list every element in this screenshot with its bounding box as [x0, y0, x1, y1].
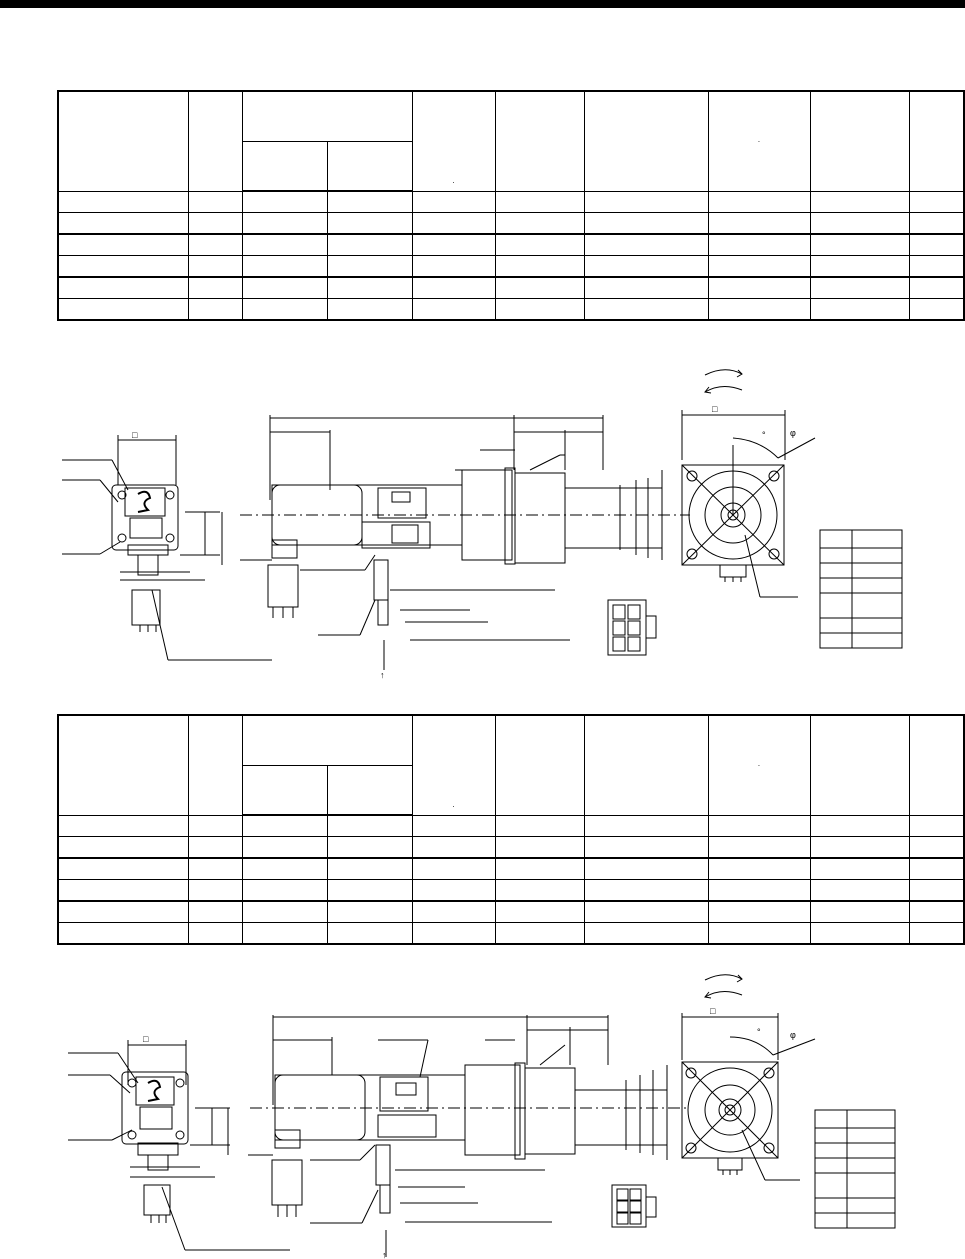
square-symbol-2: □: [710, 1006, 716, 1016]
header-cell: ·: [707, 714, 811, 816]
header-cell: ·: [411, 714, 496, 816]
table-header-row: · ·: [57, 90, 965, 192]
header-cell: [494, 90, 585, 192]
header-cell: [57, 714, 189, 816]
header-cell: [241, 90, 413, 142]
table-row: [57, 879, 965, 902]
table-row: [57, 276, 965, 299]
table-row: [57, 836, 965, 859]
table-row: [57, 212, 965, 235]
spec-table-1: · ·: [57, 90, 965, 321]
table-row: [57, 922, 965, 945]
degree-symbol: °: [762, 430, 766, 440]
table-row: [57, 814, 965, 837]
header-cell: [326, 140, 413, 192]
header-cell: ·: [411, 90, 496, 192]
phi-symbol: φ: [790, 1030, 796, 1040]
table-subheader-row: [58, 764, 964, 816]
table-row: [57, 900, 965, 923]
motor-drawing-2: □ ↑: [0, 965, 965, 1259]
header-cell: [326, 764, 413, 816]
square-symbol-2: □: [712, 404, 718, 414]
header-cell: [583, 714, 709, 816]
top-rule: [0, 0, 965, 8]
header-cell: [908, 714, 965, 816]
header-cell: [583, 90, 709, 192]
header-cell: [908, 90, 965, 192]
table-row: [57, 857, 965, 880]
motor-drawing-1: □ ↑: [0, 360, 965, 680]
header-cell: [241, 764, 328, 816]
header-cell: [187, 90, 243, 192]
table-row: [57, 298, 965, 321]
header-cell: ·: [707, 90, 811, 192]
degree-symbol: °: [757, 1027, 761, 1037]
header-cell: [241, 140, 328, 192]
header-cell: [57, 90, 189, 192]
table-subheader-row: [58, 140, 964, 192]
header-cell: [809, 714, 910, 816]
header-cell: [187, 714, 243, 816]
arrow-symbol: ↑: [382, 1250, 387, 1259]
table-row: [57, 255, 965, 278]
header-cell: [809, 90, 910, 192]
phi-symbol: φ: [790, 428, 796, 438]
table-row: [57, 190, 965, 213]
square-symbol: □: [132, 430, 138, 440]
square-symbol: □: [143, 1034, 149, 1044]
arrow-symbol: ↑: [380, 670, 385, 680]
header-cell: [494, 714, 585, 816]
spec-table-2: · ·: [57, 714, 965, 945]
table-row: [57, 233, 965, 256]
table-header-row: · ·: [57, 714, 965, 816]
header-cell: [241, 714, 413, 766]
